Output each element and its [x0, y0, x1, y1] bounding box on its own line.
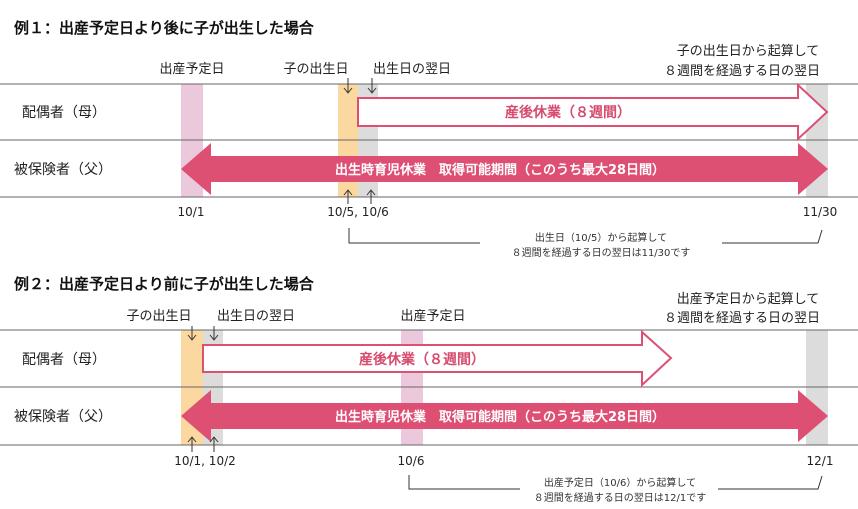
ex1-label-birth: 子の出生日	[283, 62, 348, 77]
ex1-birth-up-arrow-icon	[343, 189, 353, 204]
ex2-note-line2: ８週間を経過する日の翌日は12/1です	[534, 491, 706, 504]
ex1-childcare-text: 出生時育児休業 取得可能期間（このうち最大28日間）	[335, 162, 665, 178]
ex1-bracket-right	[722, 229, 823, 244]
ex2-date-end: 12/1	[807, 454, 834, 468]
example1-title: 例１：出産予定日より後に子が出生した場合	[14, 19, 315, 37]
ex2-label-next: 出生日の翌日	[217, 309, 295, 324]
ex1-next-down-arrow-icon	[367, 78, 377, 94]
ex1-row-mother: 配偶者（母）	[22, 105, 106, 121]
ex1-note-line1: 出生日（10/5）から起算して	[535, 231, 667, 244]
ex2-postpartum-arrow	[202, 329, 673, 388]
ex2-birth-down-arrow-icon	[187, 326, 197, 341]
ex1-date-due: 10/1	[178, 205, 205, 219]
ex2-note-line1: 出産予定日（10/6）から起算して	[544, 476, 696, 489]
ex1-label-due: 出産予定日	[159, 61, 224, 77]
ex2-row-father: 被保険者（父）	[14, 409, 112, 425]
ex2-date-due: 10/6	[398, 454, 425, 468]
ex2-label-end-line1: 出産予定日から起算して	[677, 291, 820, 307]
ex1-bracket-left	[348, 228, 480, 244]
ex2-postpartum-text: 産後休業（８週間）	[359, 351, 485, 368]
ex2-next-up-arrow-icon	[209, 436, 219, 452]
ex1-childcare-arrow	[181, 143, 828, 195]
ex2-label-birth: 子の出生日	[126, 309, 191, 324]
ex2-bracket-right	[718, 475, 823, 490]
ex1-row-father: 被保険者（父）	[14, 162, 112, 178]
ex1-postpartum-arrow	[357, 82, 829, 142]
ex2-label-end-line2: ８週間を経過する日の翌日	[664, 311, 820, 326]
ex1-next-up-arrow-icon	[366, 189, 376, 204]
ex1-date-birth: 10/5, 10/6	[327, 205, 389, 219]
ex1-label-end-line2: ８週間を経過する日の翌日	[664, 64, 820, 79]
ex1-postpartum-text: 産後休業（８週間）	[505, 104, 631, 121]
ex2-date-birth: 10/1, 10/2	[174, 454, 236, 468]
ex1-date-end: 11/30	[803, 205, 838, 219]
example2-title: 例２：出産予定日より前に子が出生した場合	[14, 275, 315, 293]
ex1-birth-down-arrow-icon	[343, 78, 353, 94]
ex2-row-mother: 配偶者（母）	[22, 352, 106, 368]
ex2-next-down-arrow-icon	[209, 326, 219, 341]
ex1-note-line2: ８週間を経過する日の翌日は11/30です	[512, 246, 691, 259]
ex2-childcare-text: 出生時育児休業 取得可能期間（このうち最大28日間）	[335, 409, 665, 425]
ex2-bracket-left	[408, 475, 520, 490]
ex1-label-end-line1: 子の出生日から起算して	[677, 44, 820, 59]
ex1-label-next: 出生日の翌日	[373, 62, 451, 77]
ex2-birth-up-arrow-icon	[187, 436, 197, 452]
ex2-label-due: 出産予定日	[400, 308, 465, 324]
ex2-childcare-arrow	[181, 390, 828, 442]
